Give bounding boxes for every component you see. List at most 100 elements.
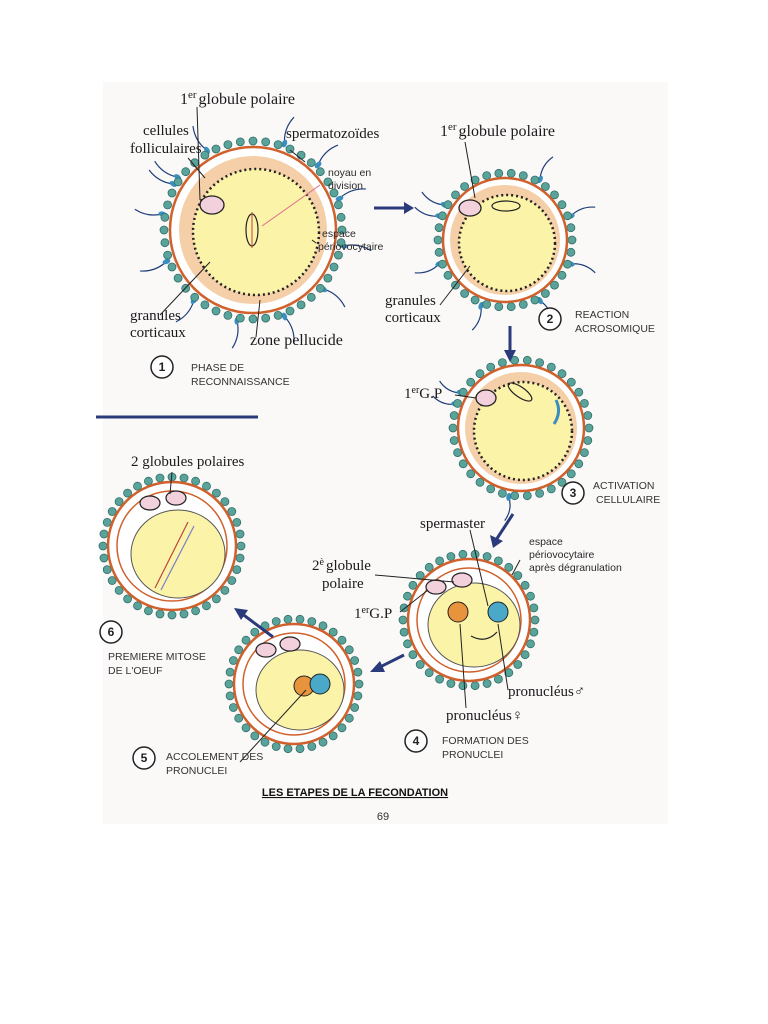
dividing-nucleus-3 — [507, 382, 533, 402]
follicular-cell — [530, 175, 540, 185]
follicular-cell — [513, 660, 523, 669]
first-polar-body-3 — [475, 389, 497, 407]
follicular-cell — [114, 497, 124, 507]
follicular-cell — [567, 235, 577, 245]
follicular-cell — [202, 601, 211, 611]
follicular-cells-5 — [224, 614, 364, 754]
label-dividing-nucleus-2: division — [328, 180, 363, 192]
follicular-cell — [580, 398, 589, 408]
follicular-cells-1 — [159, 136, 347, 324]
leader-two-polar-bodies — [169, 471, 173, 495]
follicular-cell — [107, 507, 117, 516]
step-2: 2 REACTION ACROSOMIQUE — [538, 307, 655, 335]
label-two-polar-bodies: 2 globules polaires — [131, 454, 244, 470]
follicular-cell — [225, 691, 235, 701]
follicular-cell — [550, 280, 559, 290]
follicular-cell — [408, 580, 418, 590]
label-perivitelline-space-2: périovocytaire — [318, 241, 384, 253]
leader-perivitelline-space — [311, 239, 317, 244]
follicular-cell — [557, 477, 567, 487]
follicular-cell — [123, 488, 132, 498]
follicular-cell — [529, 603, 539, 613]
follicular-cell — [261, 137, 271, 147]
follicular-cell — [354, 679, 364, 689]
follicular-cell — [494, 168, 504, 178]
follicular-cell — [227, 507, 237, 516]
follicular-cell — [283, 744, 293, 754]
step-2-line1: REACTION — [575, 309, 629, 321]
follicular-cell — [235, 529, 245, 539]
mitotic-spindle-6 — [154, 521, 189, 589]
follicular-cell — [535, 358, 544, 368]
follicular-cell — [583, 436, 593, 445]
follicular-cell — [350, 703, 360, 712]
follicular-cell — [584, 423, 594, 433]
step-5-number: 5 — [141, 751, 148, 765]
follicular-cells-2 — [433, 168, 577, 312]
follicular-cell — [443, 200, 453, 210]
follicular-cell — [190, 292, 200, 302]
follicular-cell — [557, 270, 567, 280]
follicular-cell — [438, 211, 447, 221]
follicular-cell — [504, 562, 514, 572]
follicular-cell — [337, 635, 347, 645]
spermatozoa-group-1 — [134, 116, 372, 349]
follicular-cell — [159, 225, 169, 235]
follicular-cell — [434, 247, 444, 257]
follicular-cell — [102, 518, 112, 527]
oocyte-1 — [191, 167, 321, 297]
label-follicular-cells-2: folliculaires — [130, 141, 202, 157]
cell-2-acrosome-reaction — [414, 156, 596, 331]
step-5-line1: ACCOLEMENT DES — [166, 751, 263, 763]
follicular-cell — [273, 310, 283, 320]
label-second-polar-body-2: polaire — [322, 576, 364, 592]
follicular-cell — [167, 610, 177, 620]
follicular-cell — [541, 289, 550, 298]
follicular-cell — [306, 292, 316, 302]
follicular-cell — [434, 223, 444, 233]
label-zona-pellucida: zone pellucide — [250, 332, 343, 349]
oocyte-4 — [427, 582, 521, 668]
follicular-cell — [107, 576, 117, 585]
step-1-number: 1 — [159, 360, 166, 374]
follicular-cell — [466, 469, 476, 479]
follicular-cell — [497, 358, 507, 368]
leader-lines — [159, 106, 521, 763]
follicular-cell — [526, 591, 535, 601]
follicular-cell — [557, 200, 567, 210]
follicular-cell — [460, 182, 470, 191]
leader-second-polar-body — [374, 574, 455, 583]
follicular-cell — [323, 273, 333, 283]
follicular-cell — [337, 225, 347, 235]
follicular-cell — [482, 171, 492, 181]
follicular-cell — [353, 667, 363, 677]
follicular-cell — [328, 731, 338, 741]
follicular-cell — [518, 171, 528, 181]
leader-follicular-cells — [187, 157, 206, 179]
follicular-cell — [323, 177, 333, 187]
follicular-cell — [424, 562, 434, 572]
follicular-cell — [486, 362, 496, 372]
cell-4-pronuclei-formation — [398, 549, 540, 691]
step-1: 1 PHASE DE RECONNAISSANCE — [150, 355, 290, 388]
follicular-cell — [438, 259, 447, 269]
label-perivitelline-after-3: après dégranulation — [529, 562, 622, 574]
follicular-cell — [458, 549, 468, 559]
step-3-number: 3 — [570, 486, 577, 500]
second-polar-body-4 — [451, 572, 473, 588]
cell-1-recognition — [134, 116, 372, 349]
follicular-cell — [223, 140, 233, 150]
dividing-nucleus-2 — [491, 200, 521, 212]
spermatozoon-head — [506, 492, 512, 501]
step-6-badge — [99, 620, 123, 644]
male-pronucleus-5 — [309, 673, 331, 695]
label-cortical-granules-1a: granules — [130, 308, 181, 324]
follicular-cell — [329, 262, 339, 272]
follicular-cell — [580, 448, 589, 458]
follicular-cell — [470, 175, 480, 185]
follicular-cell — [235, 137, 245, 147]
follicular-cell — [224, 679, 234, 689]
second-polar-body-5 — [279, 636, 301, 652]
follicular-cell — [173, 177, 183, 187]
